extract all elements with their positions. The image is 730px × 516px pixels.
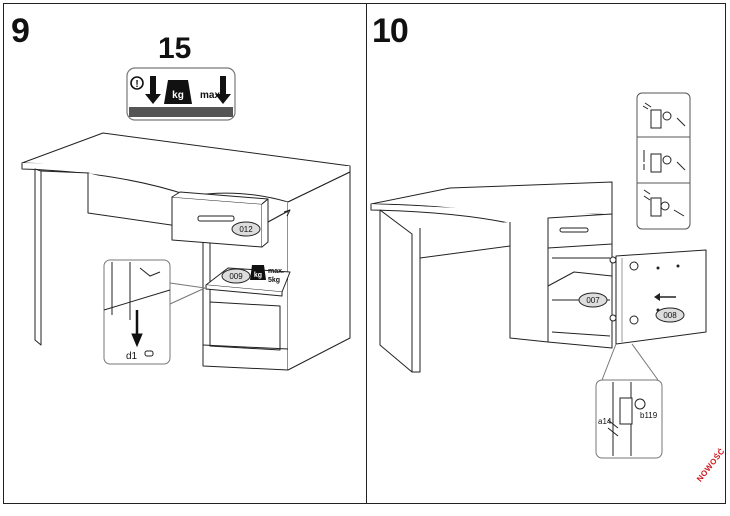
load-warning-badge: ! kg max. bbox=[126, 67, 236, 121]
part-label-shelf: 009 bbox=[221, 268, 251, 284]
shelf-load-badge: kg max. 5kg bbox=[250, 265, 284, 284]
part-label-door: 008 bbox=[655, 307, 685, 323]
weight-icon bbox=[164, 80, 192, 104]
part-label-peg: d1 bbox=[126, 351, 138, 362]
svg-text:008: 008 bbox=[663, 311, 677, 320]
svg-text:012: 012 bbox=[239, 225, 253, 234]
alert-mark: ! bbox=[135, 79, 138, 90]
alert-icon bbox=[130, 76, 144, 90]
svg-text:kg: kg bbox=[254, 272, 262, 279]
part-label-bottom-shelf: 007 bbox=[578, 292, 608, 308]
desk-step-9 bbox=[21, 132, 351, 371]
part-label-drawer: 012 bbox=[231, 221, 261, 237]
zoom-callout-peg bbox=[103, 259, 206, 365]
step-number-9: 9 bbox=[11, 12, 30, 50]
svg-text:009: 009 bbox=[229, 272, 243, 281]
weight-icon bbox=[250, 265, 266, 280]
hinge-label-a: a14 bbox=[598, 417, 612, 426]
hinge-instruction-strip bbox=[636, 92, 691, 230]
arrow-down-icon bbox=[215, 76, 231, 104]
svg-text:007: 007 bbox=[586, 296, 600, 305]
hinge-label-b: b119 bbox=[640, 411, 658, 420]
arrow-down-icon bbox=[145, 76, 161, 104]
svg-text:5kg: 5kg bbox=[268, 277, 280, 284]
page-frame bbox=[3, 3, 726, 504]
max-load-weight: 15 bbox=[158, 32, 192, 65]
kg-label: kg bbox=[172, 90, 184, 101]
svg-text:max.: max. bbox=[268, 268, 284, 275]
door-hinges bbox=[609, 256, 680, 325]
step-divider bbox=[366, 3, 367, 504]
step-number-10: 10 bbox=[372, 12, 409, 50]
zoom-callout-hinge bbox=[595, 343, 663, 459]
door-arrow bbox=[654, 293, 676, 301]
max-label: max. bbox=[200, 90, 223, 101]
